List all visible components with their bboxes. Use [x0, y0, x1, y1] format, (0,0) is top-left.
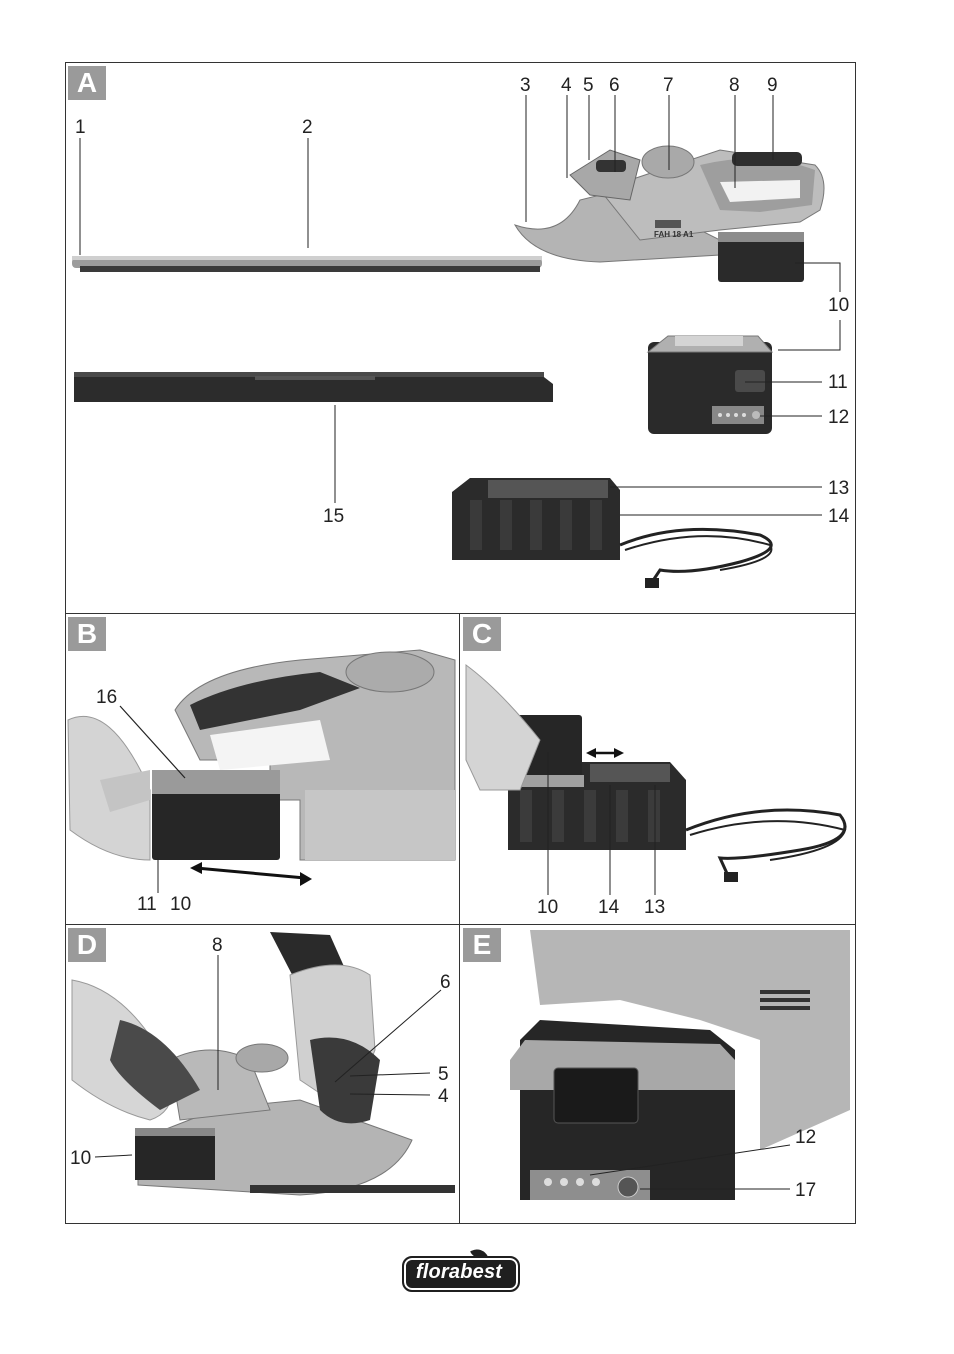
label-a-12: 12	[828, 407, 850, 428]
label-a-7: 7	[663, 75, 674, 96]
logo-badge	[402, 1256, 520, 1292]
label-a-9: 9	[767, 75, 778, 96]
panel-e-illustration	[510, 930, 850, 1200]
label-a-10: 10	[828, 295, 850, 316]
divider-a-bottom	[65, 613, 856, 614]
label-c-10: 10	[537, 897, 559, 918]
florabest-logo: florabest	[402, 1245, 520, 1292]
label-a-8: 8	[729, 75, 740, 96]
label-a-2: 2	[302, 117, 313, 138]
divider-vertical	[459, 613, 460, 1224]
panel-letter-e: E	[463, 928, 501, 962]
panel-b-illustration	[67, 649, 456, 886]
label-a-4: 4	[561, 75, 572, 96]
panel-c-illustration	[465, 664, 847, 882]
model-plate: FAH 18 A1	[654, 230, 694, 239]
label-e-12: 12	[795, 1127, 817, 1148]
label-e-17: 17	[795, 1180, 817, 1201]
label-c-14: 14	[598, 897, 620, 918]
hedge-trimmer-illustration	[72, 145, 825, 282]
battery-pack-illustration	[646, 335, 774, 434]
label-a-1: 1	[75, 117, 86, 138]
label-a-6: 6	[609, 75, 620, 96]
label-a-11: 11	[828, 372, 848, 393]
label-c-13: 13	[644, 897, 666, 918]
label-a-3: 3	[520, 75, 531, 96]
label-b-16: 16	[96, 687, 118, 708]
blade-cover-illustration	[74, 372, 553, 402]
label-a-13: 13	[828, 478, 850, 499]
label-d-5: 5	[438, 1064, 449, 1085]
label-a-15: 15	[323, 506, 345, 527]
charger-illustration	[452, 478, 773, 588]
panel-letter-c: C	[463, 617, 501, 651]
divider-bc-bottom	[65, 924, 856, 925]
logo-text: florabest	[415, 1261, 503, 1283]
label-b-10: 10	[170, 894, 192, 915]
panel-letter-a: A	[68, 66, 106, 100]
label-d-10: 10	[70, 1148, 92, 1169]
panel-letter-b: B	[68, 617, 106, 651]
figure-frame	[65, 62, 856, 1224]
label-a-5: 5	[583, 75, 594, 96]
label-a-14: 14	[828, 506, 850, 527]
label-d-4: 4	[438, 1086, 449, 1107]
panel-d-illustration	[71, 932, 455, 1196]
panel-letter-d: D	[68, 928, 106, 962]
label-b-11: 11	[137, 894, 157, 915]
label-d-6: 6	[440, 972, 451, 993]
leader-lines	[79, 95, 841, 1190]
label-d-8: 8	[212, 935, 223, 956]
